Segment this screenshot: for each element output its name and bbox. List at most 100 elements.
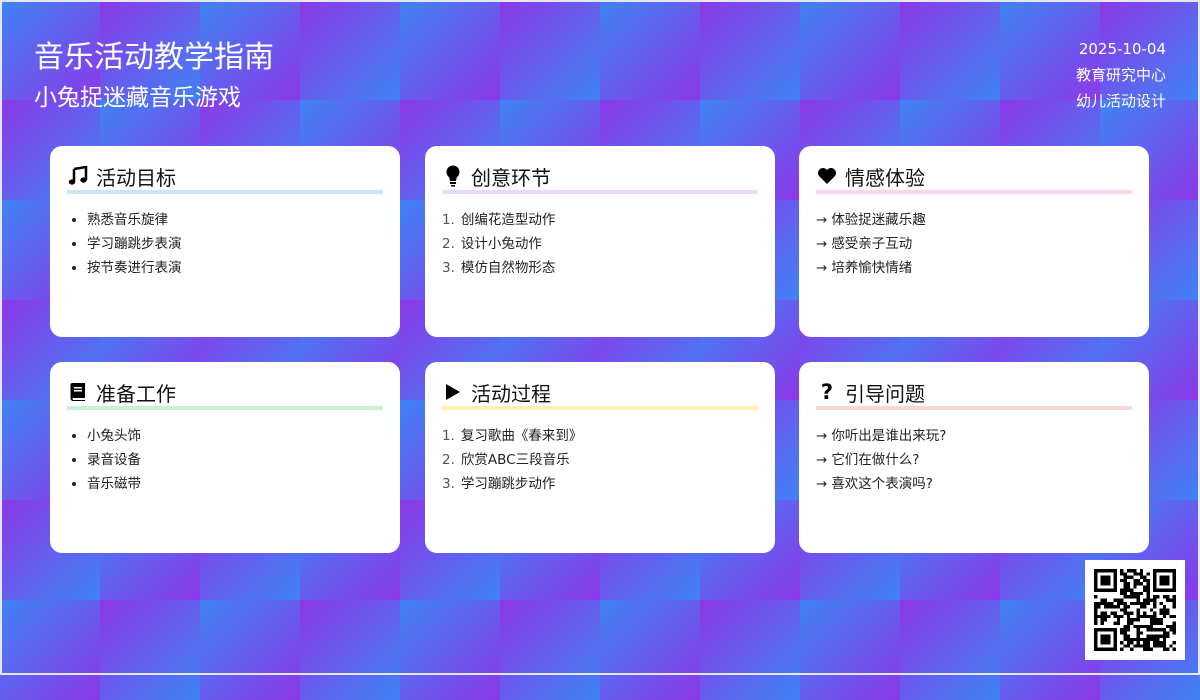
list-item-text: 欣赏ABC三段音乐	[460, 452, 570, 468]
list-item: 3. 模仿自然物形态	[442, 256, 758, 280]
background-tile	[100, 600, 200, 700]
item-number: 3.	[442, 476, 455, 492]
list-item: 1. 复习歌曲《春来到》	[442, 424, 758, 448]
list-item: 按节奏进行表演	[87, 256, 383, 280]
question-icon: ?	[820, 380, 834, 404]
background-tile	[500, 0, 600, 100]
arrow-icon: →	[816, 428, 828, 444]
background-tile	[600, 600, 700, 700]
background-tile	[800, 0, 900, 100]
background-tile	[900, 0, 1000, 100]
list-item: 小兔头饰	[87, 424, 383, 448]
card-title-text: 创意环节	[471, 165, 551, 190]
header-meta: 2025-10-04 教育研究中心 幼儿活动设计	[1076, 36, 1166, 114]
qr-code[interactable]	[1085, 560, 1185, 660]
item-number: 1.	[442, 212, 455, 228]
list-item: →喜欢这个表演吗?	[816, 472, 1132, 496]
list-item-text: 它们在做什么?	[831, 452, 920, 468]
page-title: 音乐活动教学指南	[34, 40, 274, 75]
list-item: →体验捉迷藏乐趣	[816, 208, 1132, 232]
arrow-icon: →	[816, 476, 828, 492]
background-tile	[400, 0, 500, 100]
list-item-text: 培养愉快情绪	[831, 260, 913, 276]
arrow-icon: →	[816, 236, 828, 252]
card-title-underline	[442, 190, 758, 194]
list-item-text: 感受亲子互动	[831, 236, 913, 252]
list-item-text: 音乐磁带	[87, 476, 141, 492]
list-item-text: 设计小兔动作	[460, 236, 542, 252]
card-title: 准备工作	[67, 378, 383, 406]
date: 2025-10-04	[1078, 40, 1166, 58]
card-title: 情感体验	[816, 162, 1132, 190]
list-item-text: 学习蹦跳步动作	[460, 476, 556, 492]
card-4: 准备工作小兔头饰录音设备音乐磁带	[50, 362, 400, 553]
background-tile	[1000, 0, 1100, 100]
item-number: 2.	[442, 452, 455, 468]
list-item-text: 模仿自然物形态	[460, 260, 556, 276]
card-title-underline	[816, 190, 1132, 194]
arrow-icon: →	[816, 452, 828, 468]
heart-icon	[816, 165, 838, 187]
card-title-text: 引导问题	[845, 381, 925, 406]
card-title-underline	[67, 406, 383, 410]
list-item: 3. 学习蹦跳步动作	[442, 472, 758, 496]
list-item: 学习蹦跳步表演	[87, 232, 383, 256]
card-title-text: 活动过程	[471, 381, 551, 406]
card-title: 活动目标	[67, 162, 383, 190]
background-tile	[700, 600, 800, 700]
background-tile	[600, 0, 700, 100]
card-title-text: 准备工作	[96, 381, 176, 406]
list-item: 2. 欣赏ABC三段音乐	[442, 448, 758, 472]
list-item-text: 小兔头饰	[87, 428, 141, 444]
list-item: 2. 设计小兔动作	[442, 232, 758, 256]
card-title-underline	[816, 406, 1132, 410]
list-item: →感受亲子互动	[816, 232, 1132, 256]
background-tile	[400, 600, 500, 700]
card-title-underline	[442, 406, 758, 410]
list-item-text: 体验捉迷藏乐趣	[831, 212, 926, 228]
card-6: ?引导问题→你听出是谁出来玩?→它们在做什么?→喜欢这个表演吗?	[799, 362, 1149, 553]
book-icon	[67, 381, 89, 403]
page-subtitle: 小兔捉迷藏音乐游戏	[34, 85, 241, 111]
lightbulb-icon	[442, 165, 464, 187]
background-tile	[0, 0, 100, 100]
card-title-underline	[67, 190, 383, 194]
arrow-icon: →	[816, 212, 828, 228]
organization: 教育研究中心	[1075, 66, 1166, 84]
background-tile	[800, 600, 900, 700]
card-5: 活动过程 1. 复习歌曲《春来到》 2. 欣赏ABC三段音乐 3. 学习蹦跳步动作	[425, 362, 775, 553]
card-3: 情感体验→体验捉迷藏乐趣→感受亲子互动→培养愉快情绪	[799, 146, 1149, 337]
list-item-text: 创编花造型动作	[460, 212, 556, 228]
department: 幼儿活动设计	[1075, 92, 1166, 110]
list-item-text: 你听出是谁出来玩?	[831, 428, 947, 444]
card-list: 小兔头饰录音设备音乐磁带	[67, 424, 383, 496]
list-item: →你听出是谁出来玩?	[816, 424, 1132, 448]
item-number: 3.	[442, 260, 455, 276]
list-item-text: 喜欢这个表演吗?	[831, 476, 933, 492]
list-item-text: 复习歌曲《春来到》	[460, 428, 583, 444]
card-title: ? 引导问题	[816, 378, 1132, 406]
card-list: 1. 创编花造型动作 2. 设计小兔动作 3. 模仿自然物形态	[442, 208, 758, 280]
background-tile	[900, 600, 1000, 700]
music-note-icon	[67, 165, 89, 187]
background-tile	[200, 600, 300, 700]
background-tile	[300, 600, 400, 700]
background-tile	[200, 0, 300, 100]
list-item: 1. 创编花造型动作	[442, 208, 758, 232]
item-number: 1.	[442, 428, 455, 444]
background-tile	[300, 0, 400, 100]
card-list: →你听出是谁出来玩?→它们在做什么?→喜欢这个表演吗?	[816, 424, 1132, 496]
background-tile	[500, 600, 600, 700]
background-tile	[700, 0, 800, 100]
item-number: 2.	[442, 236, 455, 252]
list-item-text: 录音设备	[87, 452, 141, 468]
list-item: 音乐磁带	[87, 472, 383, 496]
card-list: →体验捉迷藏乐趣→感受亲子互动→培养愉快情绪	[816, 208, 1132, 280]
list-item: →它们在做什么?	[816, 448, 1132, 472]
card-title: 创意环节	[442, 162, 758, 190]
card-title: 活动过程	[442, 378, 758, 406]
background-tile	[0, 600, 100, 700]
card-title-text: 活动目标	[96, 165, 176, 190]
list-item: 录音设备	[87, 448, 383, 472]
card-title-text: 情感体验	[845, 165, 925, 190]
